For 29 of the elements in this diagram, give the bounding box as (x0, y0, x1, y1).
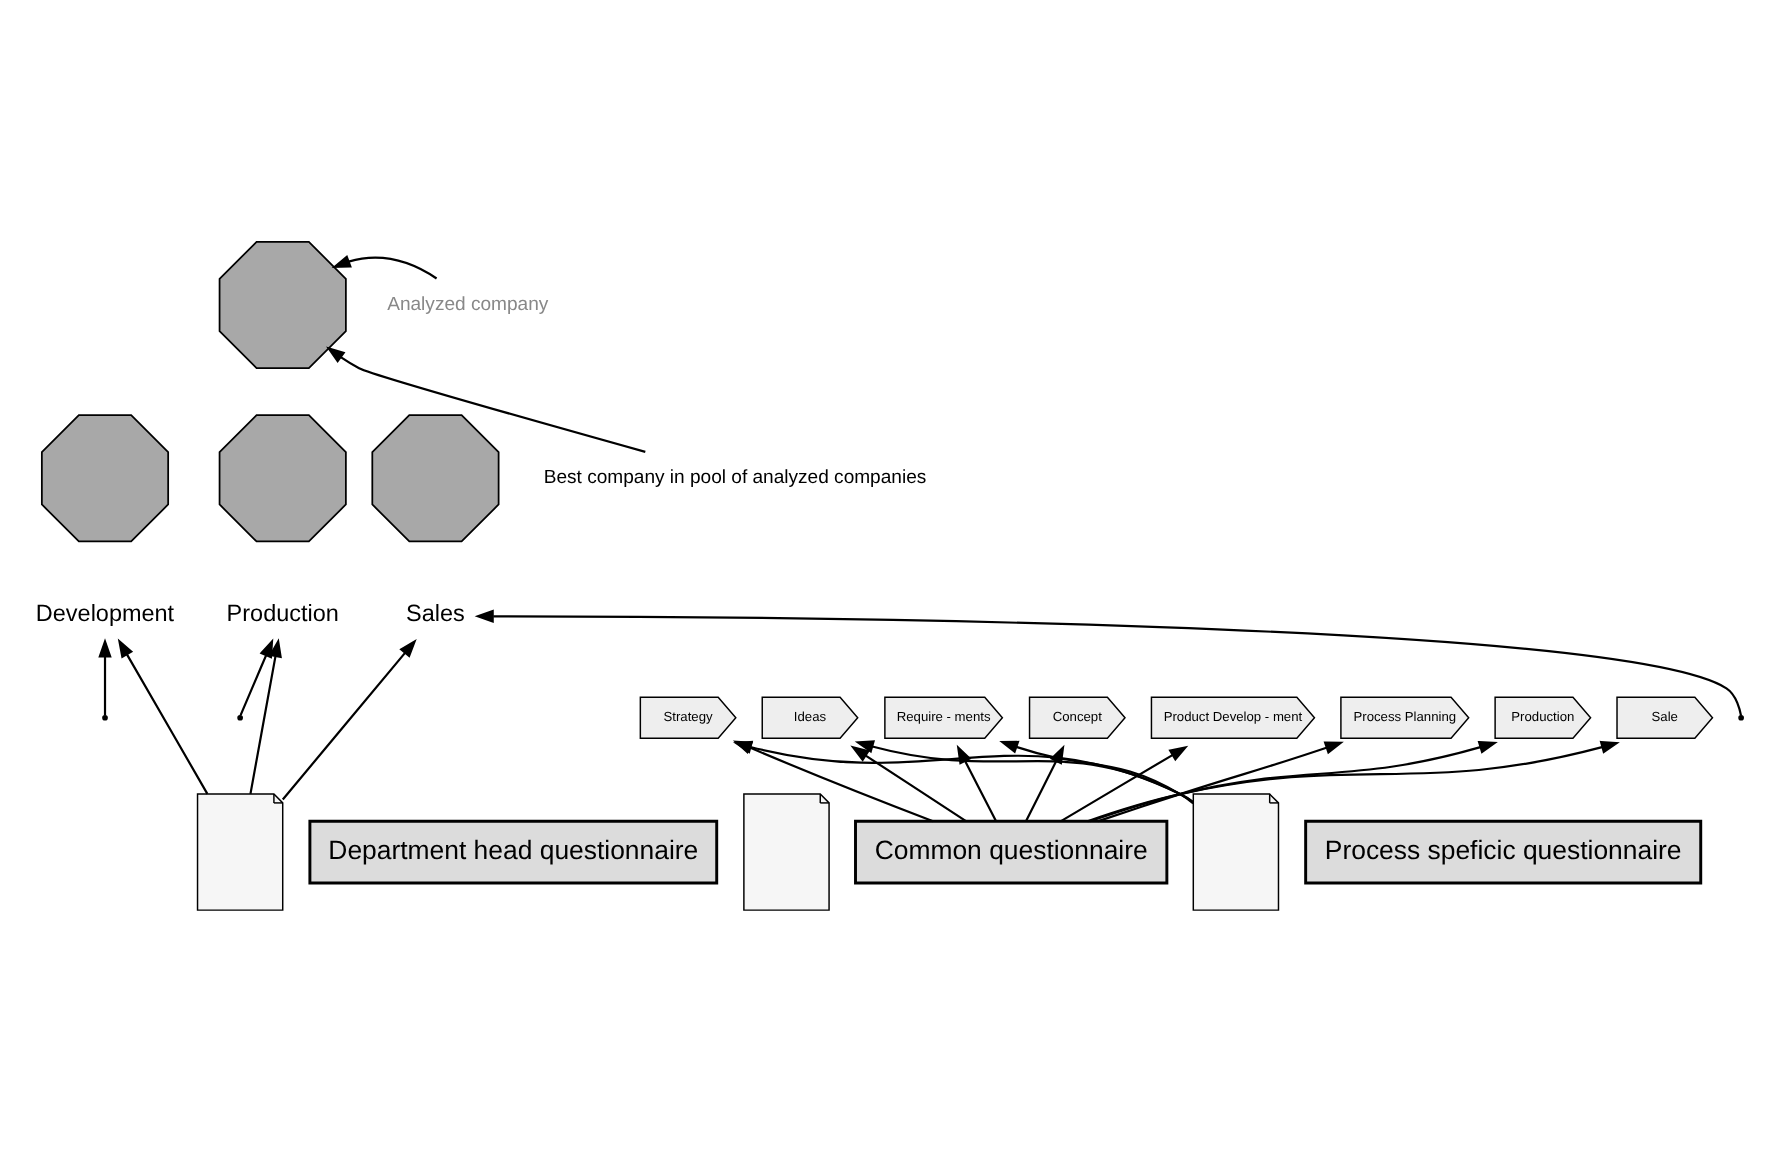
node-box: Department head questionnaire (308, 819, 719, 885)
node-text: Analyzed company (387, 294, 549, 317)
arrow (1097, 741, 1344, 823)
arrow (850, 745, 967, 823)
arrow (854, 740, 1194, 804)
node-box: Process speficic questionnaire (1304, 819, 1703, 885)
arrow (331, 254, 438, 280)
arrow (326, 346, 646, 453)
arrow (1087, 740, 1620, 823)
arrow (249, 638, 282, 795)
node-text: Development (35, 600, 175, 627)
arrow (239, 638, 282, 716)
arrow (474, 609, 1743, 716)
arrow (1060, 745, 1189, 823)
arrow (956, 744, 998, 822)
arrow (117, 638, 209, 795)
node-text: Sales (406, 600, 465, 627)
node-octagon (218, 414, 347, 543)
node-box: Common questionnaire (854, 819, 1169, 885)
arrow (732, 740, 934, 823)
arrow (1089, 741, 1498, 823)
node-text: Best company in pool of analyzed companies (543, 467, 927, 490)
arrow (999, 740, 1194, 805)
node-octagon (371, 414, 500, 543)
arrow (281, 638, 417, 801)
arrow (1024, 744, 1065, 822)
arrow (98, 638, 112, 716)
node-octagon (41, 414, 170, 543)
node-text: Production (226, 600, 339, 627)
